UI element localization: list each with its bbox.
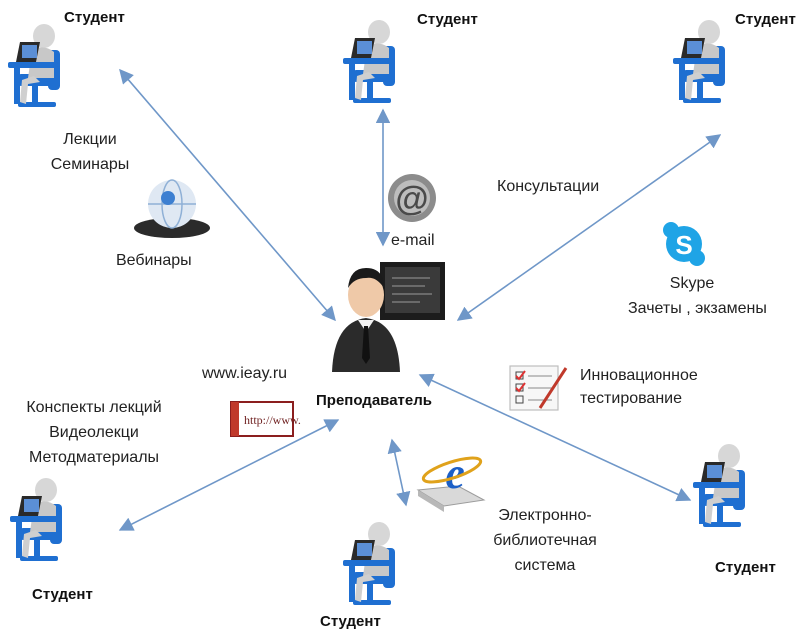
arrow-teacher-bottom-right (418, 373, 692, 502)
elib-line2-label: библиотечная (493, 532, 597, 549)
teacher-label: Преподаватель (316, 392, 432, 409)
teacher-icon (332, 262, 445, 372)
consultations-label: Консультации (497, 178, 600, 195)
arrow-teacher-bottom-center (387, 438, 411, 507)
video-lectures-label: Видеолекци (49, 424, 139, 441)
student-bottom-right-label: Студент (715, 559, 776, 576)
svg-text:http://www.: http://www. (244, 413, 301, 427)
testing-label: тестирование (580, 390, 682, 407)
student-bottom-left-label: Студент (32, 586, 93, 603)
student-top-right-icon (673, 20, 725, 103)
email-label: e-mail (391, 232, 435, 249)
student-bottom-left-icon (10, 478, 62, 561)
skype-icon: S (663, 222, 705, 266)
student-bottom-right-icon (693, 444, 745, 527)
arrow-teacher-bottom-left (118, 419, 340, 531)
email-at-icon: @ (388, 174, 436, 222)
lecture-notes-label: Конспекты лекций (26, 399, 162, 416)
student-top-left-label: Студент (64, 9, 125, 26)
url-sign-icon: http://www. (230, 401, 301, 437)
svg-text:@: @ (395, 180, 428, 218)
elib-line3-label: система (514, 557, 576, 574)
webinar-globe-icon (134, 179, 210, 238)
website-label: www.ieay.ru (202, 365, 288, 382)
student-top-center-label: Студент (417, 11, 478, 28)
arrow-teacher-top-left (119, 68, 336, 322)
arrow-teacher-top-right (456, 134, 722, 321)
svg-text:S: S (675, 230, 692, 260)
student-top-left-icon (8, 24, 60, 107)
webinars-label: Вебинары (116, 252, 192, 269)
lectures-label: Лекции (63, 131, 117, 148)
seminars-label: Семинары (50, 156, 130, 173)
elib-line1-label: Электронно- (498, 507, 592, 524)
e-library-icon: e (416, 449, 486, 512)
checklist-icon (509, 365, 568, 411)
skype-label: Skype (669, 275, 715, 292)
exams-label: Зачеты , экзамены (628, 300, 767, 317)
method-materials-label: Методматериалы (28, 449, 160, 466)
student-bottom-center-icon (343, 522, 395, 605)
student-top-center-icon (343, 20, 395, 103)
student-bottom-center-label: Студент (320, 613, 381, 630)
innovative-label: Инновационное (580, 367, 698, 384)
student-top-right-label: Студент (735, 11, 796, 28)
